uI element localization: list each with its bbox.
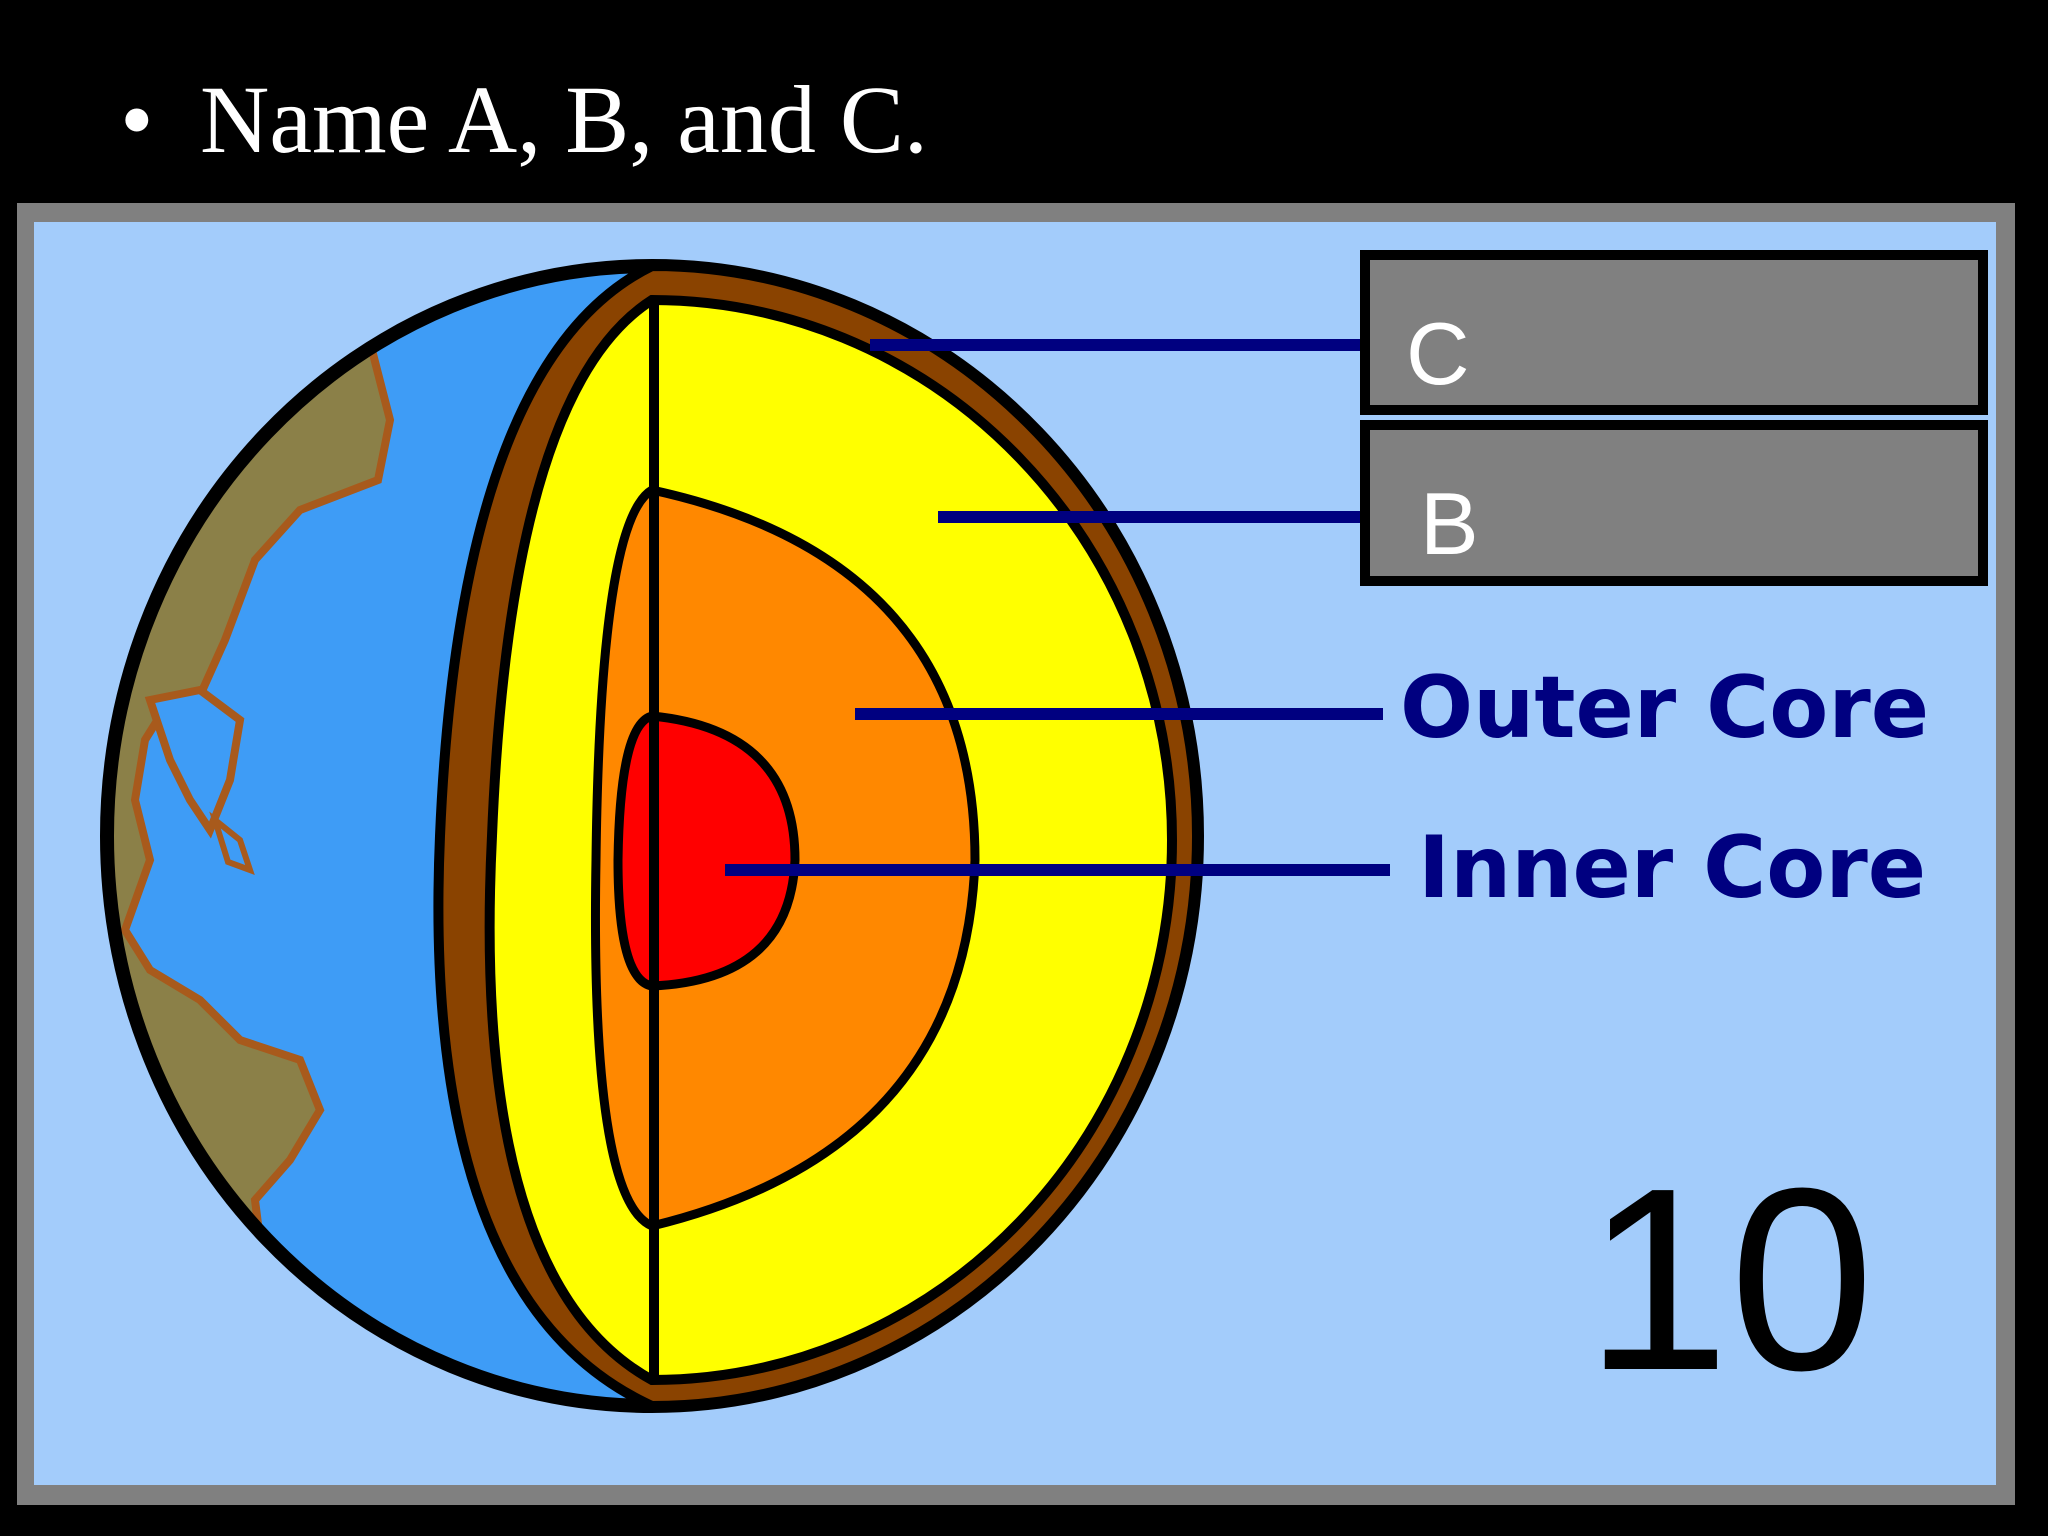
label-box-b: B — [1360, 420, 1988, 586]
label-inner-core: Inner Core — [1418, 818, 1927, 918]
earth-cutaway — [433, 260, 1202, 1412]
question-line: • Name A, B, and C. — [120, 60, 928, 180]
land-inlet-2 — [209, 811, 255, 875]
bullet-marker: • — [120, 66, 154, 173]
label-outer-core: Outer Core — [1400, 658, 1930, 758]
countdown-timer: 10 — [1585, 1135, 1875, 1425]
label-c-text: C — [1406, 304, 1470, 403]
label-b-text: B — [1420, 474, 1479, 573]
inner-core-layer — [613, 711, 800, 991]
leader-lines — [725, 339, 1390, 876]
question-text: Name A, B, and C. — [200, 66, 928, 173]
label-box-c: C — [1360, 250, 1988, 415]
land-inlet — [144, 685, 245, 839]
